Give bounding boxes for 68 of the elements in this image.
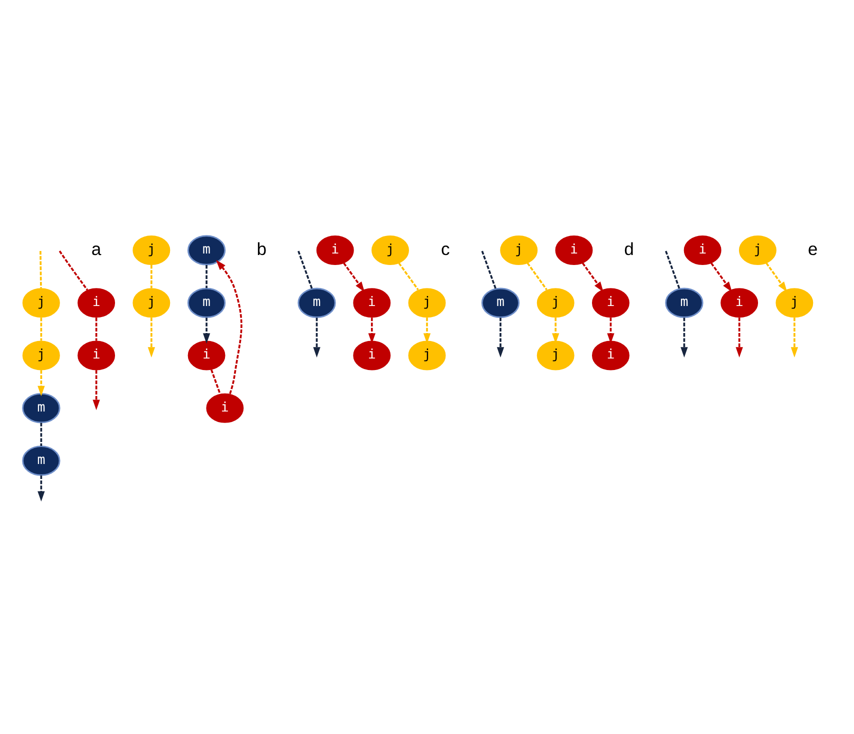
node-ellipse: m (187, 234, 226, 265)
node-ellipse: i (353, 288, 391, 318)
arrow (343, 262, 365, 292)
connector (664, 250, 680, 289)
arrow (766, 262, 788, 292)
connector (40, 250, 42, 288)
arrow (552, 317, 560, 344)
node-ellipse: i (78, 288, 116, 318)
connector (210, 368, 221, 394)
connector (298, 250, 313, 289)
node-ellipse: i (555, 234, 593, 265)
label: c (440, 238, 450, 258)
node-ellipse: i (720, 288, 758, 318)
arrow (710, 262, 732, 292)
node-ellipse: j (132, 288, 170, 318)
label: e (808, 238, 818, 258)
arrow (202, 317, 210, 344)
node-ellipse: i (206, 392, 244, 422)
label: b (256, 238, 267, 258)
arrow (423, 317, 431, 344)
node-ellipse: i (316, 234, 354, 265)
node-ellipse: m (187, 287, 226, 318)
label: d (624, 238, 634, 258)
connector (150, 264, 152, 288)
node-ellipse: m (22, 392, 60, 423)
node-ellipse: j (132, 234, 170, 265)
connector (58, 250, 88, 290)
node-ellipse: j (22, 288, 60, 318)
node-ellipse: j (408, 288, 446, 318)
connector (40, 422, 42, 446)
arrow (38, 370, 45, 396)
node-ellipse: m (665, 287, 704, 318)
arrow (313, 317, 320, 357)
node-ellipse: m (22, 445, 60, 476)
arrow (496, 317, 504, 357)
node-ellipse: j (500, 234, 538, 265)
connector (40, 317, 42, 340)
arrow (582, 262, 604, 292)
node-ellipse: i (353, 340, 391, 370)
node-ellipse: i (592, 340, 630, 370)
node-ellipse: i (78, 340, 116, 370)
connector (526, 262, 548, 290)
arrow (368, 317, 376, 344)
node-ellipse: j (738, 234, 776, 265)
node-ellipse: j (372, 234, 409, 265)
connector (398, 262, 419, 290)
node-ellipse: j (536, 340, 574, 370)
connector (481, 250, 497, 289)
arrow (148, 317, 156, 357)
node-ellipse: j (408, 340, 446, 370)
node-ellipse: m (298, 287, 336, 318)
arrow (216, 259, 242, 394)
node-ellipse: j (536, 288, 574, 318)
node-ellipse: i (592, 288, 630, 318)
connector (206, 264, 208, 288)
label: a (91, 238, 102, 258)
arrow (790, 317, 798, 357)
connector (95, 317, 98, 340)
arrow (92, 370, 100, 410)
node-ellipse: i (684, 234, 722, 265)
arrow (607, 317, 614, 344)
node-ellipse: m (481, 287, 520, 318)
arrow (680, 317, 688, 357)
node-ellipse: i (188, 340, 226, 370)
node-ellipse: j (22, 340, 60, 370)
arrow (38, 474, 45, 502)
node-ellipse: j (776, 288, 814, 318)
arrow (736, 317, 743, 357)
